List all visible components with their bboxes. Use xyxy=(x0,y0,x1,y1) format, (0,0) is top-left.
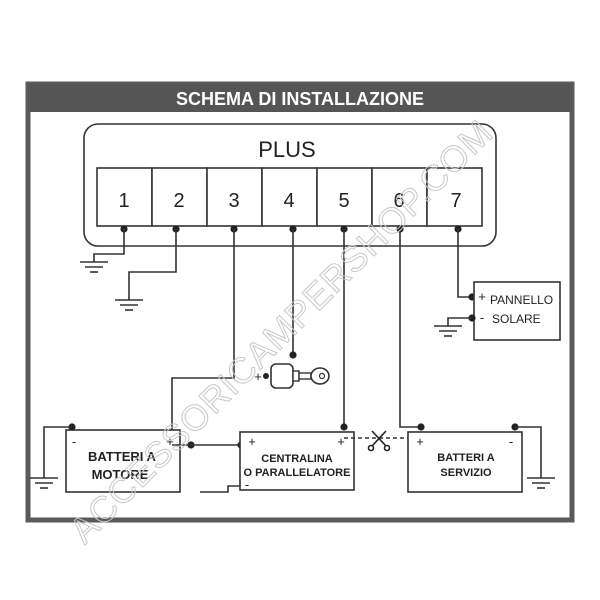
controller-label-1: CENTRALINA xyxy=(261,453,333,465)
wire-motor-battery-ground xyxy=(43,426,72,478)
terminal-5 xyxy=(316,167,373,227)
service-battery-label-1: BATTERI A xyxy=(437,452,494,464)
terminal-label-3: 3 xyxy=(228,190,239,212)
motor-battery-minus: - xyxy=(72,434,76,449)
controller-plus-left: + xyxy=(248,434,256,449)
terminal-4 xyxy=(261,167,318,227)
solar-panel-label-2: SOLARE xyxy=(492,312,541,326)
terminal-block: 1 2 3 4 5 6 7 xyxy=(96,167,483,227)
motor-battery-label-2: MOTORE xyxy=(92,467,149,482)
ground-icon xyxy=(434,325,462,337)
ground-icon xyxy=(527,477,555,489)
junction-dot xyxy=(417,423,425,431)
terminal-label-5: 5 xyxy=(338,190,349,212)
ground-icon xyxy=(30,477,58,489)
solar-panel-minus: - xyxy=(480,310,484,325)
solar-panel-box xyxy=(473,281,561,341)
controller-plus-right: + xyxy=(337,434,345,449)
ground-icon xyxy=(80,261,108,273)
diagram-title: SCHEMA DI INSTALLAZIONE xyxy=(176,89,424,109)
scissors-icon xyxy=(367,430,391,452)
controller-box xyxy=(239,431,355,491)
junction-dot xyxy=(289,351,297,359)
wire-solar-panel-ground xyxy=(447,317,472,326)
wire-terminal-6-service-battery xyxy=(399,229,421,428)
controller-minus: - xyxy=(245,477,249,492)
junction-dot xyxy=(263,373,269,379)
ignition-key-icon xyxy=(270,363,330,389)
wire-service-battery-ground xyxy=(515,426,542,478)
wire-terminal-1-ground xyxy=(93,229,125,262)
terminal-label-2: 2 xyxy=(173,190,184,212)
ground-icon xyxy=(115,299,143,311)
terminal-label-4: 4 xyxy=(283,190,294,212)
controller-label-2: O PARALLELATORE xyxy=(244,467,351,479)
junction-dot xyxy=(340,423,348,431)
terminal-7 xyxy=(426,167,483,227)
motor-battery-box xyxy=(65,429,181,493)
wire-terminal-3-motor-battery xyxy=(171,229,235,445)
solar-panel-label-1: PANNELLO xyxy=(490,293,553,307)
wire-terminal-7-solar xyxy=(457,229,472,298)
terminal-6 xyxy=(371,167,428,227)
wire-controller-ground xyxy=(200,485,240,493)
wire-terminal-2-ground xyxy=(128,229,177,300)
plus-device-name: PLUS xyxy=(258,137,315,162)
solar-panel-plus: + xyxy=(478,289,486,304)
service-battery-minus: - xyxy=(509,434,513,449)
key-plus-sign: + xyxy=(254,369,262,384)
terminal-label-6: 6 xyxy=(393,190,404,212)
title-bar xyxy=(28,84,572,112)
terminal-label-1: 1 xyxy=(118,190,129,212)
motor-battery-plus: + xyxy=(166,434,174,449)
terminal-label-7: 7 xyxy=(450,190,461,212)
service-battery-label-2: SERVIZIO xyxy=(440,467,492,479)
service-battery-box xyxy=(407,431,523,493)
motor-battery-label-1: BATTERI A xyxy=(88,449,156,464)
service-battery-plus: + xyxy=(416,434,424,449)
